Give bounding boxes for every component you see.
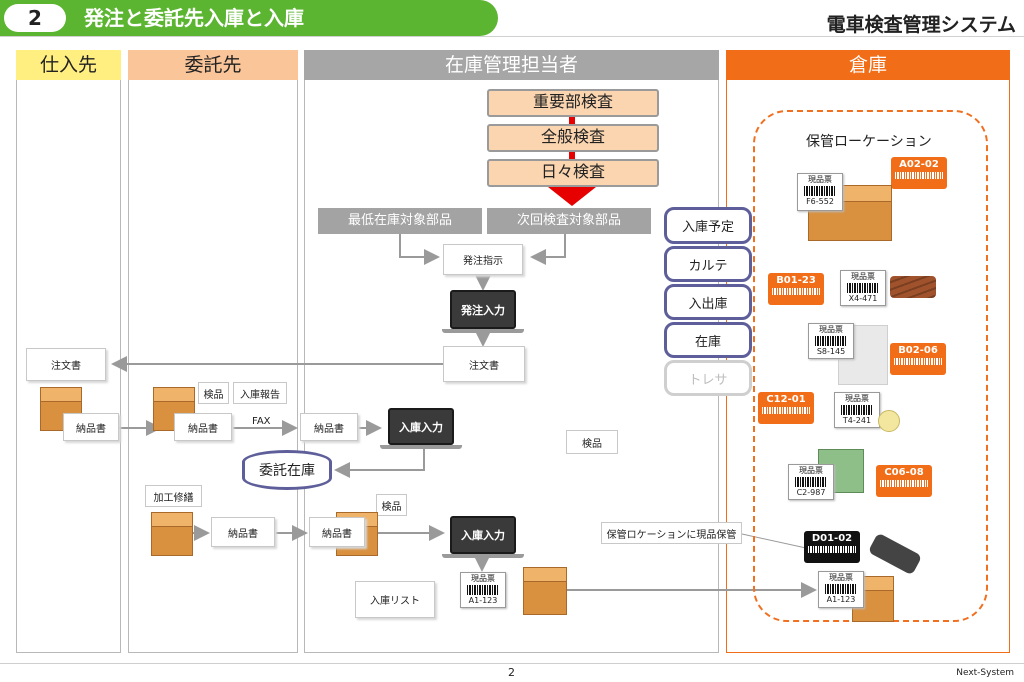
- loc-tag-d01: D01-02: [804, 531, 860, 563]
- order-input-laptop-base: [442, 329, 524, 333]
- db-stock: 在庫: [664, 322, 752, 358]
- genpin-tag-zaiko: 現品票 A1-123: [460, 572, 506, 608]
- next-check-parts: 次回検査対象部品: [487, 208, 651, 234]
- order-input-laptop: 発注入力: [450, 290, 516, 329]
- inspection-itaku: 検品: [198, 382, 229, 404]
- genpin-t4: 現品票 T4-241: [834, 392, 880, 428]
- processing-box: 加工修繕: [145, 485, 202, 507]
- genpin-label: 現品票: [799, 466, 823, 475]
- check-important: 重要部検査: [487, 89, 659, 117]
- db-inbound-plan: 入庫予定: [664, 207, 752, 244]
- barcode-icon: [841, 405, 873, 415]
- barcode-icon: [467, 585, 499, 595]
- inbound-input-laptop-1: 入庫入力: [388, 408, 454, 445]
- genpin-label: 現品票: [819, 325, 843, 334]
- fax-label: FAX: [252, 416, 271, 427]
- lane-title-shiire: 仕入先: [16, 50, 121, 80]
- genpin-code: X4-471: [848, 294, 878, 303]
- loc-tag-b02: B02-06: [890, 343, 946, 375]
- header-bar: [0, 0, 498, 36]
- loc-tag-d01-text: D01-02: [811, 533, 853, 544]
- barcode-icon: [847, 283, 879, 293]
- barcode-icon: [795, 477, 827, 487]
- tape-roll-icon: [878, 410, 900, 432]
- barcode-icon: [772, 288, 820, 295]
- loc-tag-c12: C12-01: [758, 392, 814, 424]
- footer-divider: [0, 663, 1024, 664]
- barcode-icon: [894, 358, 942, 365]
- db-karte: カルテ: [664, 246, 752, 282]
- barcode-icon: [808, 546, 856, 553]
- loc-tag-a02-text: A02-02: [899, 159, 939, 170]
- genpin-label: 現品票: [845, 394, 869, 403]
- loc-tag-b02-text: B02-06: [898, 345, 938, 356]
- inbound-input-laptop-base-1: [380, 445, 462, 449]
- check-daily: 日々検査: [487, 159, 659, 187]
- barcode-icon: [895, 172, 943, 179]
- page-number: 2: [508, 666, 515, 679]
- lane-title-soko: 倉庫: [726, 50, 1010, 80]
- db-inout: 入出庫: [664, 284, 752, 320]
- db-trace: トレサ: [664, 360, 752, 396]
- check-general: 全般検査: [487, 124, 659, 152]
- loc-tag-a02: A02-02: [891, 157, 947, 189]
- genpin-a1-store: 現品票 A1-123: [818, 571, 864, 608]
- lane-title-itaku: 委託先: [128, 50, 298, 80]
- delivery-doc-zaiko2: 納品書: [309, 517, 365, 547]
- inbound-input-laptop-2: 入庫入力: [450, 516, 516, 554]
- system-title: 電車検査管理システム: [826, 14, 1016, 36]
- genpin-code: F6-552: [806, 197, 834, 206]
- loc-tag-b01: B01-23: [768, 273, 824, 305]
- itaku-stock-db: 委託在庫: [242, 450, 332, 490]
- genpin-label: 現品票: [851, 272, 875, 281]
- genpin-c2: 現品票 C2-987: [788, 464, 834, 500]
- loc-tag-c06-text: C06-08: [884, 467, 924, 478]
- inbound-list-doc: 入庫リスト: [355, 581, 435, 618]
- min-stock-parts: 最低在庫対象部品: [318, 208, 482, 234]
- genpin-label: 現品票: [808, 175, 832, 184]
- inspection-zaiko2: 検品: [376, 494, 407, 516]
- barcode-icon: [825, 584, 857, 594]
- genpin-code: T4-241: [842, 416, 872, 425]
- cardboard-box-icon: [151, 512, 195, 556]
- brand-name: Next-System: [956, 668, 1014, 678]
- page-title: 発注と委託先入庫と入庫: [84, 6, 304, 30]
- order-doc-zaiko: 注文書: [443, 346, 525, 382]
- genpin-f6: 現品票 F6-552: [797, 173, 843, 211]
- location-title: 保管ローケーション: [806, 134, 932, 150]
- barcode-icon: [804, 186, 836, 196]
- cardboard-box-icon: [523, 567, 567, 615]
- delivery-doc-itaku2: 納品書: [211, 517, 275, 547]
- genpin-label: 現品票: [829, 573, 853, 582]
- genpin-code: S8-145: [816, 347, 846, 356]
- inspection-zaiko: 検品: [566, 430, 618, 454]
- genpin-code: A1-123: [826, 595, 856, 604]
- genpin-label: 現品票: [471, 574, 495, 583]
- header-divider: [0, 36, 1024, 37]
- delivery-doc-zaiko: 納品書: [300, 413, 358, 441]
- loc-tag-c06: C06-08: [876, 465, 932, 497]
- loc-tag-c12-text: C12-01: [766, 394, 806, 405]
- delivery-doc-shiire: 納品書: [63, 413, 119, 441]
- inbound-report: 入庫報告: [233, 382, 287, 404]
- barcode-icon: [880, 480, 928, 487]
- genpin-s8: 現品票 S8-145: [808, 323, 854, 359]
- order-instruction-doc: 発注指示: [443, 244, 523, 275]
- order-doc-shiire: 注文書: [26, 348, 106, 381]
- section-number: 2: [4, 4, 66, 32]
- genpin-x4: 現品票 X4-471: [840, 270, 886, 306]
- genpin-code: A1-123: [468, 596, 498, 605]
- loc-tag-b01-text: B01-23: [776, 275, 816, 286]
- barcode-icon: [762, 407, 810, 414]
- genpin-code: C2-987: [796, 488, 826, 497]
- inbound-input-laptop-base-2: [442, 554, 524, 558]
- delivery-doc-itaku: 納品書: [174, 413, 232, 441]
- lumber-icon: [890, 276, 936, 298]
- lane-title-zaiko: 在庫管理担当者: [304, 50, 719, 80]
- store-note: 保管ロケーションに現品保管: [601, 522, 742, 544]
- barcode-icon: [815, 336, 847, 346]
